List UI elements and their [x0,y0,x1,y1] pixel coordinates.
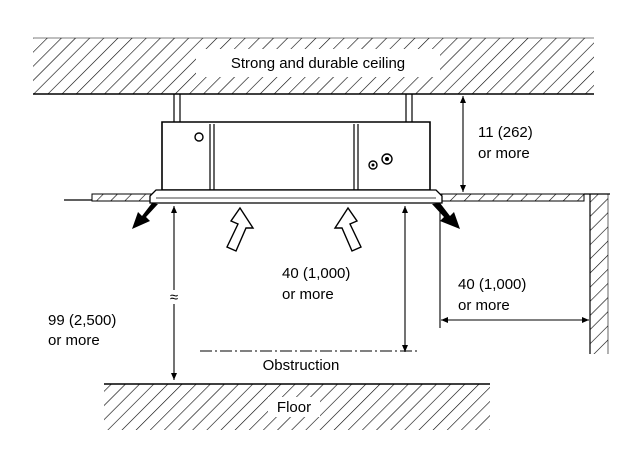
front-clearance-value: 40 (1,000) [282,265,350,282]
floor-clearance-value: 99 (2,500) [48,312,116,329]
floor-slab: Floor [104,383,490,430]
floor-label: Floor [277,399,311,416]
ceiling-label-box [196,49,440,77]
front-clearance-suffix: or more [282,286,334,303]
outlet-air-arrow-right [432,203,460,229]
indoor-unit [161,121,431,191]
top-clearance-suffix: or more [478,145,530,162]
port-circle [194,132,204,142]
intake-air-arrow-right [333,206,362,252]
top-clearance-value: 11 (262) [478,124,533,141]
obstruction-label: Obstruction [263,357,340,374]
decoration-panel [149,189,443,204]
ceiling-slab: Strong and durable ceiling [33,37,594,95]
intake-air-arrow-left [226,206,255,252]
side-clearance-suffix: or more [458,297,510,314]
side-clearance-dimension [439,209,589,328]
right-wall [589,194,609,354]
outlet-air-arrow-left [132,203,158,229]
approx-symbol: ≈ [170,289,178,306]
floor-clearance-suffix: or more [48,332,100,349]
side-clearance-value: 40 (1,000) [458,276,526,293]
ceiling-label: Strong and durable ceiling [231,55,405,72]
